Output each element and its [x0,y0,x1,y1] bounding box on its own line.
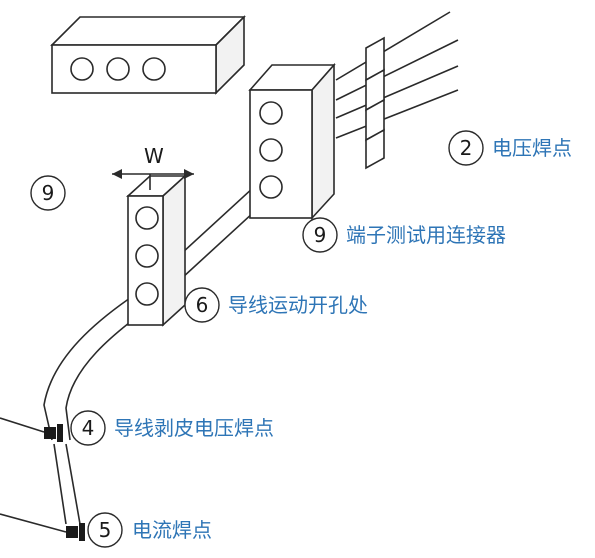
svg-text:4: 4 [82,416,95,440]
marker-5: 5 [87,512,123,548]
svg-text:2: 2 [460,136,473,160]
terminal-connector-block [248,62,336,221]
width-dimension: W [112,144,194,190]
svg-text:9: 9 [42,181,55,205]
marker-9-right: 9 [302,217,338,253]
marker-6: 6 [184,287,220,323]
marker-4: 4 [70,410,106,446]
marker-9-left: 9 [30,175,66,211]
weld-marks [0,417,85,541]
voltage-weld-tabs [335,11,459,170]
marker-2: 2 [448,130,484,166]
wire-exit-block [125,174,188,327]
svg-text:5: 5 [99,518,112,542]
svg-text:9: 9 [314,223,327,247]
top-connector-block [50,15,246,95]
svg-text:6: 6 [196,293,209,317]
width-label: W [144,144,164,168]
terminal-connector-label: 端子测试用连接器 [346,223,506,247]
wire-exit-hole-label: 导线运动开孔处 [228,293,368,317]
voltage-weld-point-label: 电压焊点 [492,136,572,160]
stripped-voltage-weld-label: 导线剥皮电压焊点 [114,416,274,440]
current-weld-point-label: 电流焊点 [132,518,212,542]
